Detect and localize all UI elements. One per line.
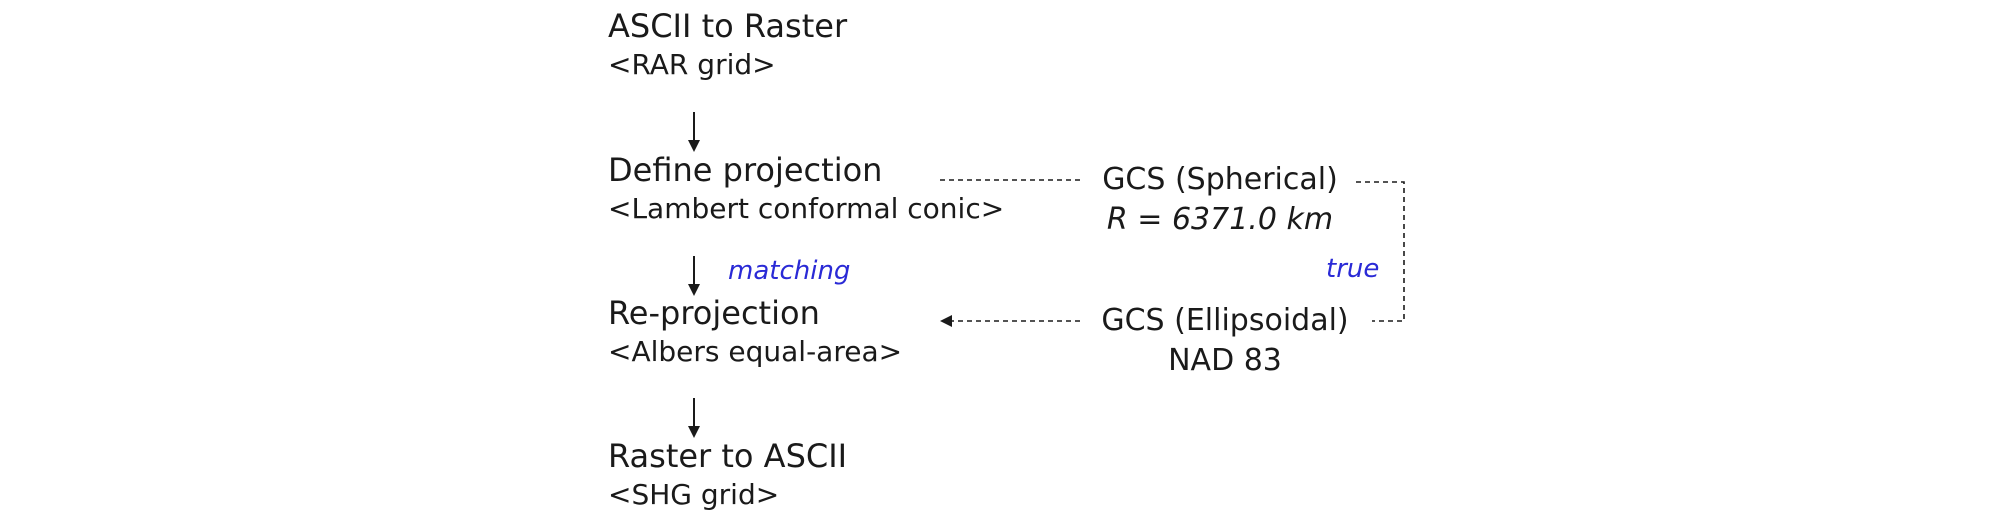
node-subtitle: NAD 83 — [1168, 343, 1282, 378]
node-title: ASCII to Raster — [608, 7, 848, 45]
node-subtitle: <Albers equal-area> — [608, 335, 903, 368]
node-title: GCS (Spherical) — [1102, 162, 1338, 197]
node-gcs-spherical: GCS (Spherical) R = 6371.0 km — [1090, 160, 1350, 240]
node-title: Re-projection — [608, 294, 820, 332]
node-define-projection: Define projection <Lambert conformal con… — [608, 150, 1004, 228]
node-subtitle: R = 6371.0 km — [1106, 202, 1334, 237]
node-title: Raster to ASCII — [608, 437, 848, 475]
node-reprojection: Re-projection <Albers equal-area> — [608, 293, 902, 371]
node-subtitle: <Lambert conformal conic> — [608, 192, 1005, 225]
node-title: Define projection — [608, 151, 883, 189]
node-raster-to-ascii: Raster to ASCII <SHG grid> — [608, 436, 847, 514]
node-title: GCS (Ellipsoidal) — [1101, 303, 1349, 338]
node-gcs-ellipsoidal: GCS (Ellipsoidal) NAD 83 — [1084, 301, 1366, 381]
node-ascii-to-raster: ASCII to Raster <RAR grid> — [608, 6, 847, 84]
edge-label-true: true — [1326, 254, 1380, 284]
node-subtitle: <RAR grid> — [608, 48, 776, 81]
node-subtitle: <SHG grid> — [608, 478, 780, 511]
edge-label-matching: matching — [728, 256, 851, 286]
dashed-gcs-spherical-to-ellipsoidal — [1356, 181, 1405, 322]
